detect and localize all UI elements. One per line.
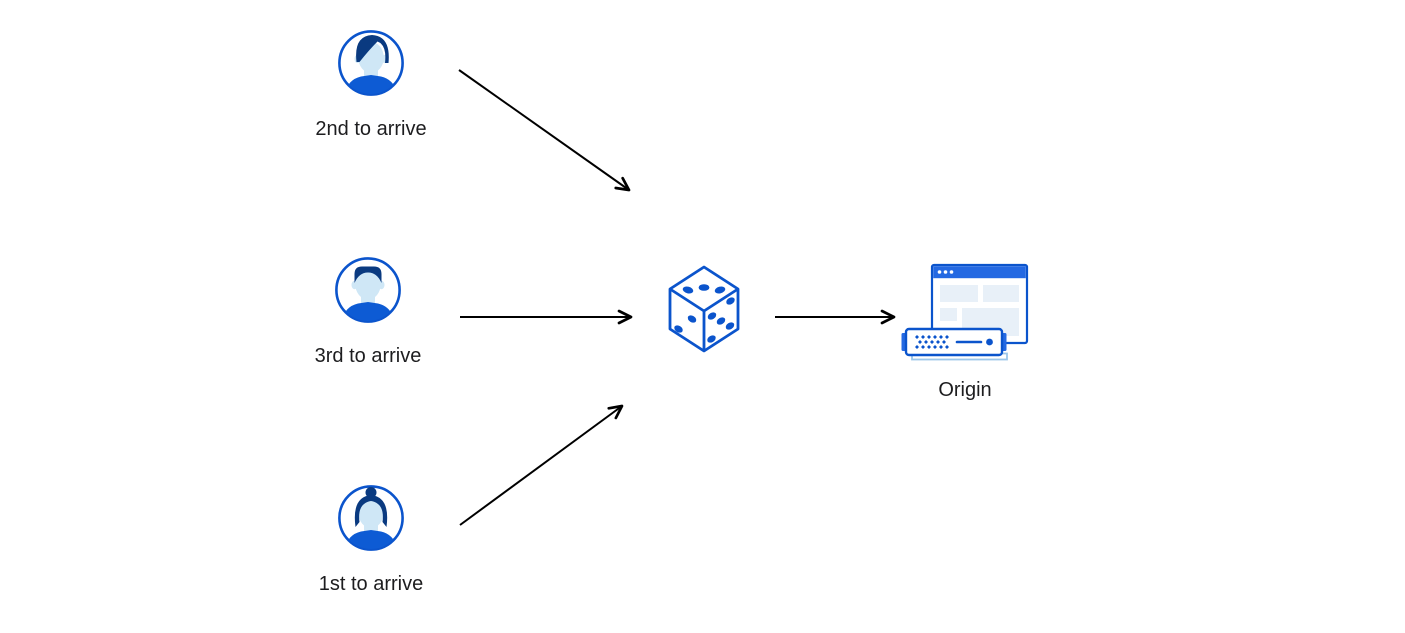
- user-label: 2nd to arrive: [315, 118, 427, 140]
- origin-label: Origin: [938, 379, 992, 401]
- user-label: 3rd to arrive: [314, 345, 422, 367]
- randomizer-node: [664, 263, 744, 358]
- origin-node: Origin: [885, 263, 1045, 401]
- user-avatar-man-short-hair-icon: [335, 257, 401, 323]
- user-avatar-woman-bun-icon: [338, 485, 404, 551]
- user-label: 1st to arrive: [318, 573, 424, 595]
- dice-icon: [668, 265, 740, 353]
- user-node-3rd-to-arrive: 3rd to arrive: [288, 255, 448, 367]
- user-node-1st-to-arrive: 1st to arrive: [291, 483, 451, 595]
- origin-browser-server-icon: [901, 263, 1029, 361]
- user-avatar-man-swoop-hair-icon: [338, 30, 404, 96]
- arrow-user2nd-to-dice: [458, 69, 631, 192]
- browser-window-icon: [930, 263, 1029, 345]
- arrow-user1st-to-dice: [459, 404, 624, 526]
- server-icon: [901, 327, 1008, 361]
- user-node-2nd-to-arrive: 2nd to arrive: [291, 28, 451, 140]
